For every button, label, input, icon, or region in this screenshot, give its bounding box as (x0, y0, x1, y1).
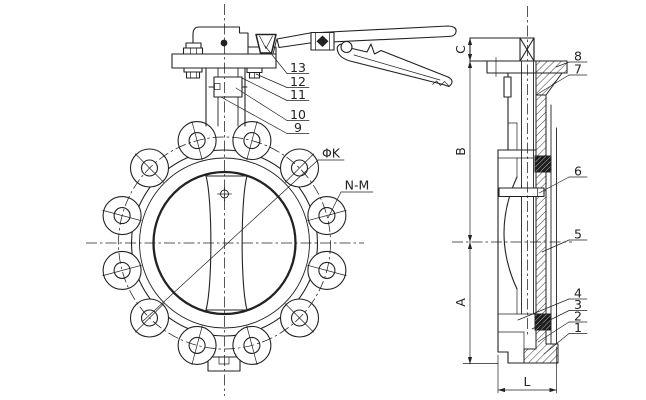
callout-label: 10 (290, 107, 306, 122)
dimension-L-label: L (524, 374, 531, 389)
bolt-circle-label: ΦK (322, 146, 341, 161)
upper-seal (534, 155, 552, 173)
front-view: 13 12 11 10 9 ΦK N-M (86, 4, 457, 396)
bolt-hole (140, 309, 159, 327)
bolt-hole (113, 207, 131, 225)
bolt-hole (113, 261, 131, 279)
dimension-A-label: A (453, 298, 468, 307)
stem-and-pin (498, 60, 545, 315)
callout-6: 6 (538, 164, 588, 194)
callout-10: 10 (235, 87, 310, 122)
dimension-chain-vertical: C B A (453, 37, 499, 365)
callout-label: 12 (290, 74, 306, 89)
dimension-B-label: B (453, 147, 468, 156)
flange-lug (177, 325, 217, 366)
bolt-circle-annotation: ΦK (317, 146, 345, 161)
callout-4: 4 (517, 286, 588, 321)
bolt-hole (318, 261, 336, 279)
flange-lugs (102, 120, 347, 366)
side-centerlines (452, 6, 572, 336)
callout-7: 7 (535, 62, 588, 96)
callout-5: 5 (541, 227, 588, 253)
housing-bolt-icon (220, 39, 228, 47)
bolt-hole (243, 132, 261, 150)
stud-nut (246, 67, 263, 79)
bolt-hole (188, 132, 206, 150)
side-view: C B A L 8 7 6 5 (452, 6, 588, 394)
stem-coupling (213, 76, 243, 98)
bolt-hole (290, 309, 309, 327)
callout-1: 1 (543, 320, 588, 355)
callout-label: 6 (574, 164, 582, 179)
callout-label: 9 (294, 120, 302, 135)
handle-pivot (340, 40, 353, 54)
section-hatching (523, 60, 568, 364)
callout-label: 4 (574, 286, 582, 301)
lower-seal (534, 313, 552, 331)
callout-label: 3 (574, 297, 582, 312)
callout-label: 2 (574, 309, 582, 324)
bolt-hole (243, 336, 261, 354)
callout-label: 5 (574, 227, 582, 242)
taper-pin (498, 187, 545, 198)
hex-bolt (182, 42, 204, 79)
callout-9: 9 (220, 96, 310, 135)
side-body-outline (497, 72, 559, 364)
bolt-hole (140, 159, 159, 177)
flange-lug (307, 196, 347, 236)
stem-coupling-side (503, 76, 512, 98)
gear-housing (192, 26, 249, 55)
lever-handle (272, 25, 457, 88)
clamp-diamond-icon (316, 35, 329, 47)
callout-12: 12 (255, 73, 310, 89)
dimension-C-label: C (453, 45, 468, 54)
callout-label: 1 (574, 320, 582, 335)
callout-label: 11 (290, 87, 306, 102)
handle-bar (276, 25, 457, 49)
callout-11: 11 (241, 77, 310, 102)
bolt-hole (188, 336, 206, 354)
top-mounting-assembly (171, 26, 277, 79)
notch-plate (255, 33, 277, 54)
callout-label: 13 (290, 60, 306, 75)
callout-label: 8 (574, 49, 582, 64)
grip-notches (432, 80, 450, 87)
mounting-plate (171, 53, 277, 69)
bolt-hole (290, 159, 309, 177)
bolt-hole (318, 207, 336, 225)
flange-lug (279, 148, 320, 188)
callout-13: 13 (264, 45, 310, 75)
callout-label: 7 (574, 62, 582, 77)
callout-3: 3 (531, 297, 588, 330)
valve-neck (205, 67, 248, 127)
callout-2: 2 (537, 309, 588, 343)
handle-trigger (336, 43, 453, 88)
callout-8: 8 (555, 49, 588, 68)
flange-lug (102, 250, 142, 290)
bolt-spec-annotation: N-M (327, 178, 374, 219)
front-centerlines (86, 4, 364, 396)
bottom-boss (207, 356, 241, 372)
dimension-L: L (497, 346, 557, 394)
bolt-spec-label: N-M (345, 178, 370, 193)
bolt-circle-leader (142, 159, 319, 322)
